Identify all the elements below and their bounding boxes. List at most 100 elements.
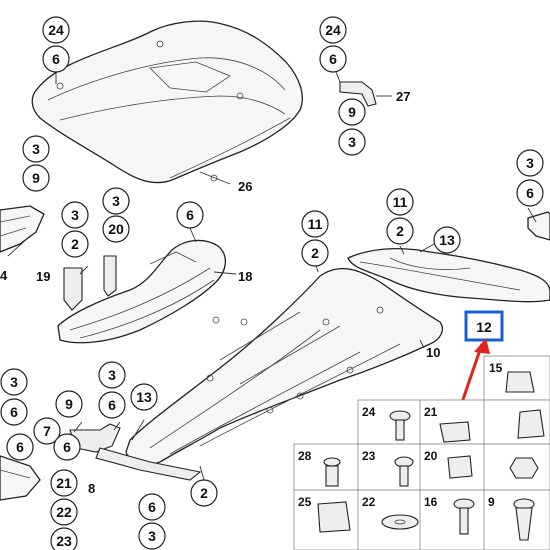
svg-text:13: 13: [136, 389, 152, 405]
table-cell-28: 28: [298, 449, 312, 463]
bracket-27: [339, 81, 377, 107]
svg-text:2: 2: [200, 485, 208, 501]
callout-top-left-6: 6: [42, 45, 70, 73]
callout-b-3: 3: [138, 522, 166, 550]
table-cell-16: 16: [424, 495, 438, 509]
svg-text:3: 3: [32, 141, 40, 157]
svg-text:6: 6: [63, 439, 71, 455]
label-10: 10: [426, 345, 440, 360]
callout-lb-2: 2: [61, 230, 89, 258]
shield-26: [31, 20, 303, 184]
svg-text:24: 24: [325, 22, 341, 38]
svg-text:6: 6: [186, 207, 194, 223]
fastener-table: 15 24 21 28 23 20 25 22 16 9: [293, 355, 550, 550]
callout-bl-23: 23: [50, 527, 78, 550]
shield-bottom-left: [0, 455, 41, 501]
callout-bl-6b: 6: [6, 433, 34, 461]
svg-text:2: 2: [311, 245, 319, 261]
callout-left-9: 9: [22, 164, 50, 192]
svg-text:7: 7: [43, 423, 51, 439]
svg-text:9: 9: [348, 104, 356, 120]
callout-lb-6: 6: [176, 201, 204, 229]
svg-text:6: 6: [329, 51, 337, 67]
clip-21-icon: [439, 421, 471, 443]
nut-icon: [509, 457, 539, 479]
screw-16-icon: [453, 498, 475, 535]
callout-bl-6d: 6: [98, 391, 126, 419]
part-labels: 27 26 19 18 4 10 8: [0, 89, 440, 496]
callout-top-left-24: 24: [42, 16, 70, 44]
callout-r-3: 3: [516, 149, 544, 177]
callout-bl-6: 6: [0, 398, 28, 426]
callouts: 24 6 24 6 9 3 3 9 3 20 3 2 6 11 2 11 2 1…: [0, 16, 544, 550]
table-cell-22: 22: [362, 495, 376, 509]
callout-c-2b: 2: [386, 217, 414, 245]
svg-text:3: 3: [148, 528, 156, 544]
callout-b-6: 6: [138, 493, 166, 521]
svg-text:2: 2: [396, 223, 404, 239]
screw-23-icon: [394, 456, 414, 487]
svg-text:6: 6: [108, 397, 116, 413]
callout-lb-20: 20: [102, 215, 130, 243]
callout-bl-3: 3: [0, 368, 28, 396]
label-26: 26: [238, 179, 252, 194]
callout-bl-7: 7: [33, 417, 61, 445]
label-8: 8: [88, 481, 95, 496]
highlight-12[interactable]: 12: [464, 310, 504, 342]
callout-left-3a: 3: [22, 135, 50, 163]
callout-top-mid-6: 6: [319, 45, 347, 73]
label-4: 4: [0, 268, 8, 283]
callout-bl-13: 13: [130, 383, 158, 411]
clip-20-icon: [447, 455, 473, 479]
svg-text:6: 6: [16, 439, 24, 455]
shield-18: [57, 239, 226, 344]
table-cell-15: 15: [489, 361, 503, 375]
svg-text:11: 11: [393, 194, 408, 210]
svg-text:24: 24: [48, 22, 64, 38]
svg-text:23: 23: [56, 533, 72, 549]
svg-text:3: 3: [108, 367, 116, 383]
callout-bl-9: 9: [55, 390, 83, 418]
leader-lines: [7, 70, 537, 481]
callout-bl-3b: 3: [98, 361, 126, 389]
svg-text:9: 9: [32, 170, 40, 186]
svg-text:22: 22: [56, 504, 72, 520]
clip-25-icon: [317, 501, 351, 533]
svg-text:6: 6: [10, 404, 18, 420]
callout-top-mid-9: 9: [338, 98, 366, 126]
svg-text:6: 6: [148, 499, 156, 515]
callout-c-2a: 2: [301, 239, 329, 267]
callout-bl-22: 22: [50, 498, 78, 526]
svg-text:3: 3: [526, 155, 534, 171]
svg-text:6: 6: [52, 51, 60, 67]
callout-bl-6c: 6: [53, 433, 81, 461]
callout-c-11a: 11: [301, 210, 329, 238]
svg-text:3: 3: [112, 193, 120, 209]
svg-text:2: 2: [71, 236, 79, 252]
callout-top-mid-24: 24: [319, 16, 347, 44]
svg-text:9: 9: [65, 396, 73, 412]
expansion-rivet-9-icon: [513, 498, 535, 541]
shield-right: [527, 211, 550, 241]
table-cell-25: 25: [298, 495, 312, 509]
floor-panel-10: [125, 268, 444, 465]
table-cell-24: 24: [362, 405, 376, 419]
bracket-8: [69, 423, 202, 481]
table-cell-21: 21: [424, 405, 438, 419]
rivet-28-icon: [323, 457, 341, 487]
clip-15b-icon: [517, 409, 545, 439]
callout-bl-21: 21: [50, 469, 78, 497]
label-19: 19: [36, 269, 50, 284]
svg-text:3: 3: [71, 207, 79, 223]
svg-text:13: 13: [439, 232, 455, 248]
svg-text:12: 12: [476, 319, 492, 335]
svg-text:21: 21: [56, 475, 72, 491]
table-cell-23: 23: [362, 449, 376, 463]
svg-text:20: 20: [108, 221, 124, 237]
callout-lb-3b: 3: [61, 201, 89, 229]
table-cell-9: 9: [488, 495, 495, 509]
clip-15-icon: [505, 371, 535, 393]
callout-top-mid-3: 3: [338, 128, 366, 156]
svg-text:3: 3: [10, 374, 18, 390]
